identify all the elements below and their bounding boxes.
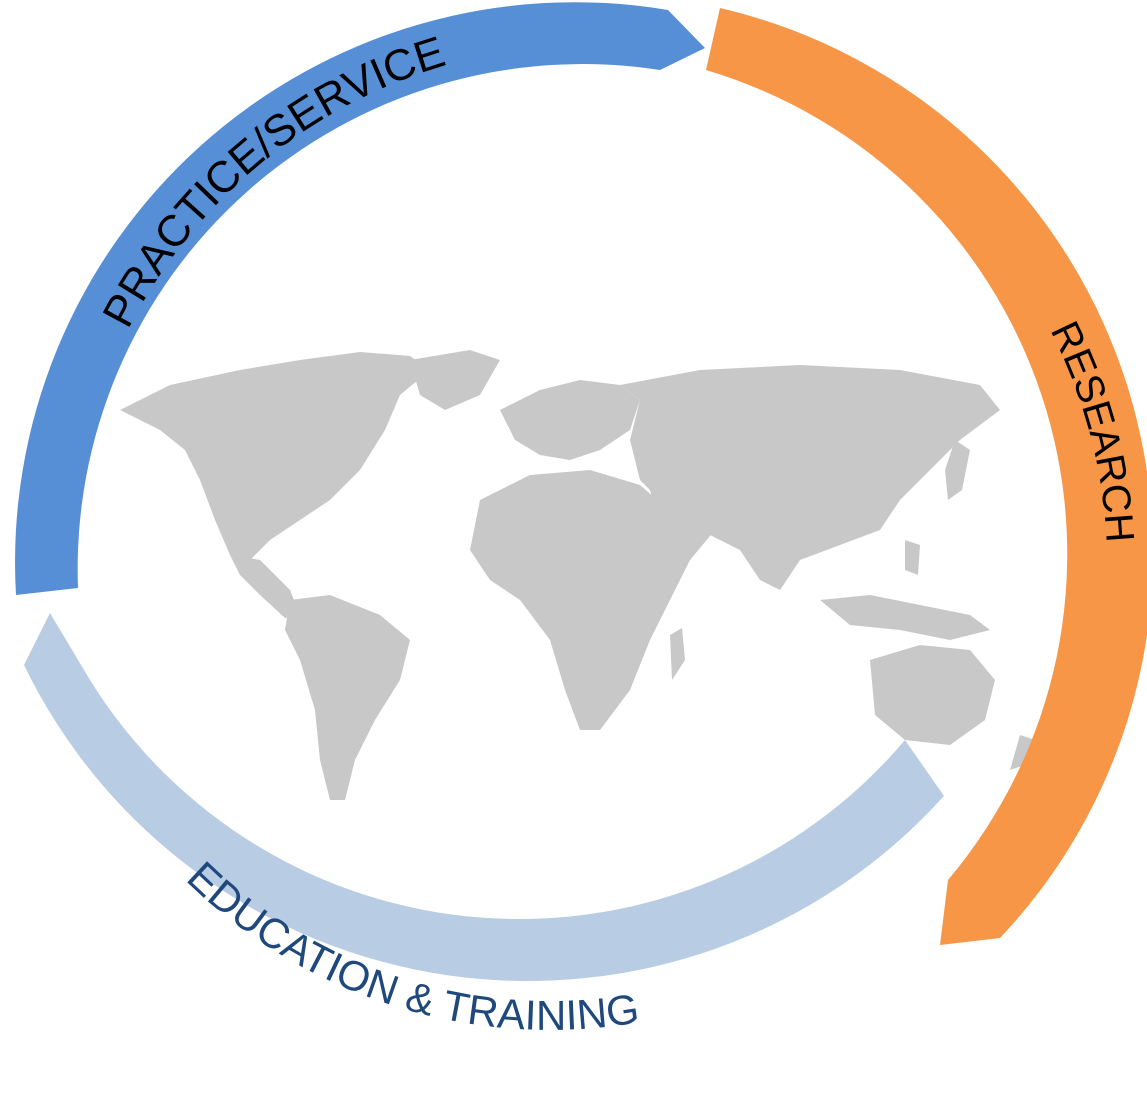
africa-shape bbox=[470, 470, 690, 730]
europe-shape bbox=[500, 380, 640, 460]
education-training-arc bbox=[24, 613, 944, 982]
practice-service-label: PRACTICE/SERVICE bbox=[93, 27, 450, 334]
japan-shape bbox=[945, 440, 970, 500]
north-america-shape bbox=[120, 352, 430, 560]
new-zealand-shape bbox=[1010, 735, 1035, 770]
arabia-shape bbox=[650, 490, 715, 560]
india-shape bbox=[745, 500, 795, 585]
central-america-shape bbox=[230, 555, 300, 618]
practice-service-arc bbox=[15, 2, 705, 595]
australia-shape bbox=[870, 645, 995, 745]
asia-shape bbox=[620, 365, 1000, 590]
philippines-shape bbox=[905, 540, 920, 575]
indonesia-shape bbox=[820, 595, 990, 640]
madagascar-shape bbox=[670, 628, 685, 680]
world-map bbox=[120, 350, 1035, 800]
greenland-shape bbox=[410, 350, 500, 410]
south-america-shape bbox=[285, 595, 410, 800]
research-arc bbox=[706, 8, 1147, 945]
